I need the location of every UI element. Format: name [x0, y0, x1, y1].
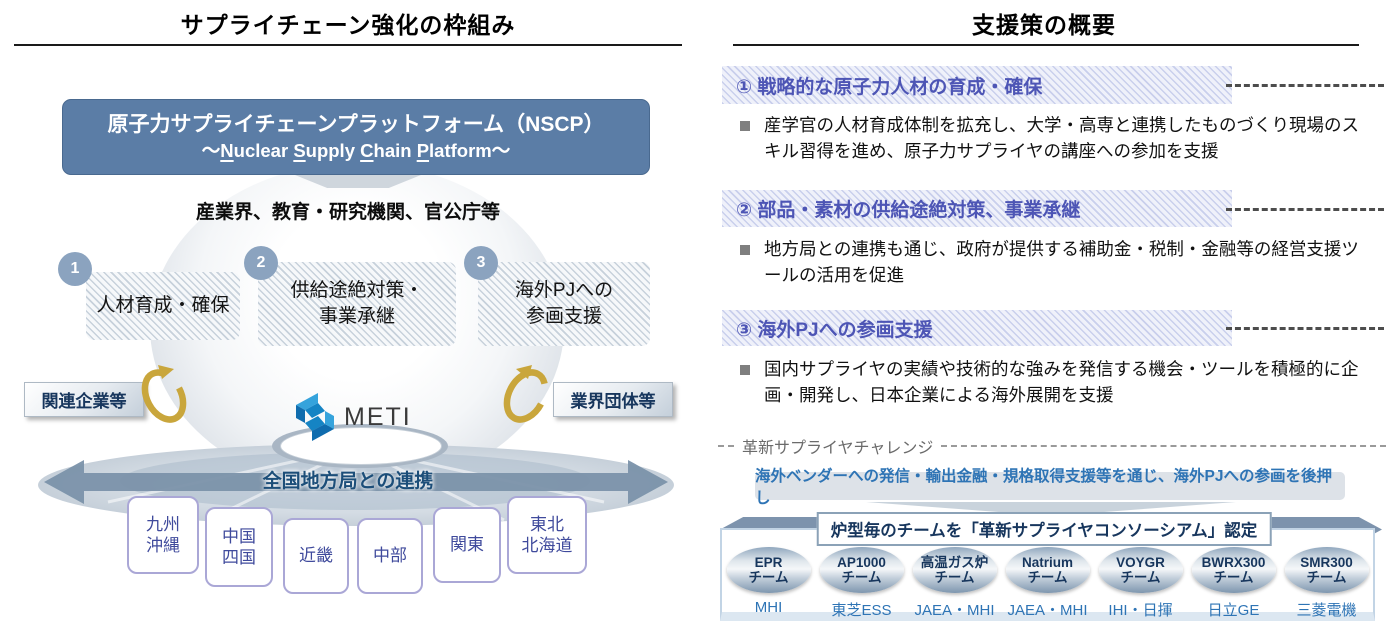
team-ellipse: EPR チーム	[726, 547, 811, 593]
pillar-number-2: 2	[244, 246, 278, 280]
section-bullet-3: 国内サプライヤの実績や技術的な強みを発信する機会・ツールを積極的に企画・開発し、…	[740, 356, 1370, 409]
section-heading-3: ③ 海外PJへの参画支援	[722, 310, 1232, 346]
section-body-2: 地方局との連携も通じ、政府が提供する補助金・税制・金融等の経営支援ツールの活用を…	[764, 239, 1359, 286]
connector-trapezoid	[287, 172, 429, 188]
support-title: 支援策の概要	[972, 12, 1116, 38]
pillar-1-label: 人材育成・確保	[96, 295, 230, 317]
section-dash-1	[1226, 84, 1384, 87]
meti-logo: METI	[292, 392, 412, 442]
nscp-title-jp: 原子力サプライチェーンプラットフォーム（NSCP）	[107, 113, 605, 137]
team-org: MHI	[754, 599, 783, 616]
region-box-kanto: 関東	[433, 507, 501, 583]
team-ellipse: 高温ガス炉 チーム	[912, 547, 997, 593]
stakeholders-label: 産業界、教育・研究機関、官公庁等	[195, 202, 500, 223]
team-org: JAEA・MHI	[1007, 602, 1088, 619]
team-org: IHI・日揮	[1108, 602, 1173, 619]
section-body-1: 産学官の人材育成体制を拡充し、大学・高専と連携したものづくり現場のスキル習得を進…	[764, 115, 1359, 162]
pillar-box-1: 人材育成・確保	[86, 272, 240, 340]
team-natrium: Natrium チーム JAEA・MHI	[1002, 547, 1094, 620]
meti-platform	[280, 427, 442, 465]
team-voygr: VOYGR チーム IHI・日揮	[1095, 547, 1187, 620]
pillar-3-label: 海外PJへの	[514, 280, 614, 302]
section-heading-2: ② 部品・素材の供給途絶対策、事業承継	[722, 190, 1232, 227]
divider-dash	[941, 445, 1386, 447]
section-body-3: 国内サプライヤの実績や技術的な強みを発信する機会・ツールを積極的に企画・開発し、…	[764, 359, 1359, 406]
square-bullet-icon	[740, 121, 750, 131]
regional-bureaus-label: 全国地方局との連携	[262, 471, 434, 492]
team-org: JAEA・MHI	[914, 602, 995, 619]
double-arrow-icon	[44, 460, 668, 504]
cycle-arrow-icon	[141, 365, 187, 423]
region-box-chugoku-shikoku: 中国四国	[205, 507, 273, 587]
industry-groups-tag: 業界団体等	[553, 382, 673, 417]
challenge-summary-box: 海外ベンダーへの発信・輸出金融・規格取得支援等を通じ、海外PJへの参画を後押し	[755, 468, 1345, 507]
team-epr: EPR チーム MHI	[723, 547, 815, 616]
team-ellipse: SMR300 チーム	[1284, 547, 1369, 593]
section-dash-3	[1226, 327, 1384, 330]
framework-title: サプライチェーン強化の枠組み	[180, 12, 516, 38]
region-box-kyushu-okinawa: 九州沖縄	[127, 496, 199, 574]
team-ellipse: AP1000 チーム	[819, 547, 904, 593]
team-ellipse: VOYGR チーム	[1098, 547, 1183, 593]
pillar-number-3: 3	[464, 246, 498, 280]
square-bullet-icon	[740, 365, 750, 375]
team-org: 日立GE	[1207, 602, 1260, 619]
meti-label: METI	[344, 402, 412, 431]
divider-dash	[718, 445, 734, 447]
related-companies-tag: 関連企業等	[24, 382, 144, 417]
section-dash-2	[1226, 208, 1384, 211]
section-heading-1: ① 戦略的な原子力人材の育成・確保	[722, 66, 1232, 104]
team-ap1000: AP1000 チーム 東芝ESS	[816, 547, 908, 620]
pillar-2-label: 供給途絶対策・	[290, 280, 424, 302]
team-htgr: 高温ガス炉 チーム JAEA・MHI	[909, 547, 1001, 620]
square-bullet-icon	[740, 245, 750, 255]
region-box-kinki: 近畿	[283, 518, 349, 594]
team-bwrx300: BWRX300 チーム 日立GE	[1188, 547, 1280, 620]
nscp-header-box: 原子力サプライチェーンプラットフォーム（NSCP） ～Nuclear Suppl…	[62, 99, 650, 175]
team-smr300: SMR300 チーム 三菱電機	[1281, 547, 1373, 620]
support-panel: 支援策の概要 ① 戦略的な原子力人材の育成・確保 産学官の人材育成体制を拡充し、…	[696, 0, 1392, 625]
team-ellipse: Natrium チーム	[1005, 547, 1090, 593]
team-org: 東芝ESS	[831, 602, 892, 619]
challenge-label: 革新サプライヤチャレンジ	[742, 440, 934, 457]
section-bullet-1: 産学官の人材育成体制を拡充し、大学・高専と連携したものづくり現場のスキル習得を進…	[740, 112, 1370, 165]
framework-panel: サプライチェーン強化の枠組み 原子力サプライチェーンプラットフォーム（NSCP）…	[14, 12, 682, 594]
meti-logo-icon	[296, 393, 334, 441]
team-org: 三菱電機	[1296, 602, 1357, 619]
consortium-banner: 炉型毎のチームを「革新サプライヤコンソーシアム」認定	[816, 512, 1272, 546]
framework-title-rule	[14, 44, 682, 46]
region-box-tohoku-hokkaido: 東北北海道	[507, 496, 587, 574]
pillar-box-3: 海外PJへの 参画支援	[478, 262, 650, 346]
nscp-title-en: ～Nuclear Supply Chain Platform～	[201, 139, 511, 161]
pillar-box-2: 供給途絶対策・ 事業承継	[258, 262, 456, 346]
challenge-divider: 革新サプライヤチャレンジ	[718, 436, 1386, 457]
region-box-chubu: 中部	[357, 518, 423, 594]
cycle-arrow-icon	[503, 365, 549, 423]
team-ellipse: BWRX300 チーム	[1191, 547, 1276, 593]
section-bullet-2: 地方局との連携も通じ、政府が提供する補助金・税制・金融等の経営支援ツールの活用を…	[740, 236, 1370, 289]
pillar-number-1: 1	[58, 252, 92, 286]
support-title-rule	[733, 44, 1359, 46]
